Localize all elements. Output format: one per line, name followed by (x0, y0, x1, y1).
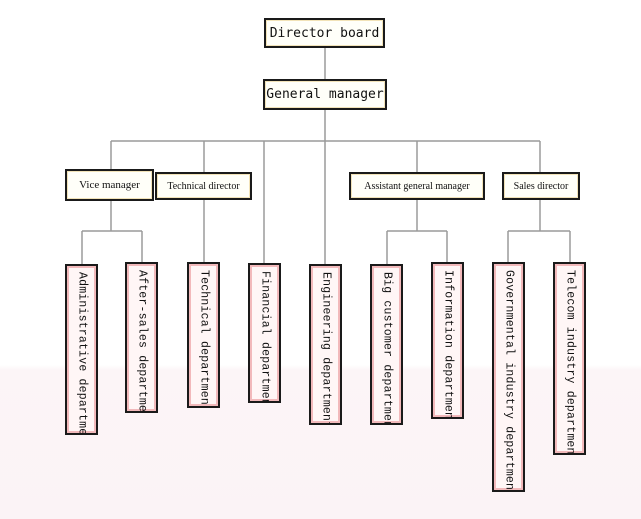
financial-department-label: Financial department (258, 271, 272, 403)
governmental-industry-department-box: Governmental industry department (492, 262, 525, 492)
telecom-industry-department-label: Telecom industry department (563, 270, 577, 455)
engineering-department-label: Engineering department (319, 272, 333, 425)
financial-department-box: Financial department (248, 263, 281, 403)
sales-director-box: Sales director (502, 172, 580, 200)
director-board-box: Director board (264, 18, 385, 48)
technical-department-label: Technical department (197, 270, 211, 408)
after-sales-department-label: After-sales department (135, 270, 149, 413)
general-manager-label: General manager (266, 87, 384, 102)
vice-manager-box: Vice manager (65, 169, 154, 201)
telecom-industry-department-box: Telecom industry department (553, 262, 586, 455)
general-manager-box: General manager (263, 79, 387, 110)
after-sales-department-box: After-sales department (125, 262, 158, 413)
technical-director-label: Technical director (167, 180, 240, 192)
governmental-industry-department-label: Governmental industry department (502, 270, 516, 492)
administrative-department-label: Administrative department (75, 272, 89, 435)
vice-manager-label: Vice manager (79, 179, 140, 191)
big-customer-department-box: Big customer department (370, 264, 403, 425)
director-board-label: Director board (269, 25, 380, 41)
sales-director-label: Sales director (513, 180, 569, 192)
engineering-department-box: Engineering department (309, 264, 342, 425)
assistant-general-manager-box: Assistant general manager (349, 172, 485, 200)
technical-director-box: Technical director (155, 172, 252, 200)
administrative-department-box: Administrative department (65, 264, 98, 435)
information-department-label: Information department (441, 270, 455, 419)
big-customer-department-label: Big customer department (380, 272, 394, 425)
assistant-general-manager-label: Assistant general manager (364, 180, 470, 192)
technical-department-box: Technical department (187, 262, 220, 408)
information-department-box: Information department (431, 262, 464, 419)
